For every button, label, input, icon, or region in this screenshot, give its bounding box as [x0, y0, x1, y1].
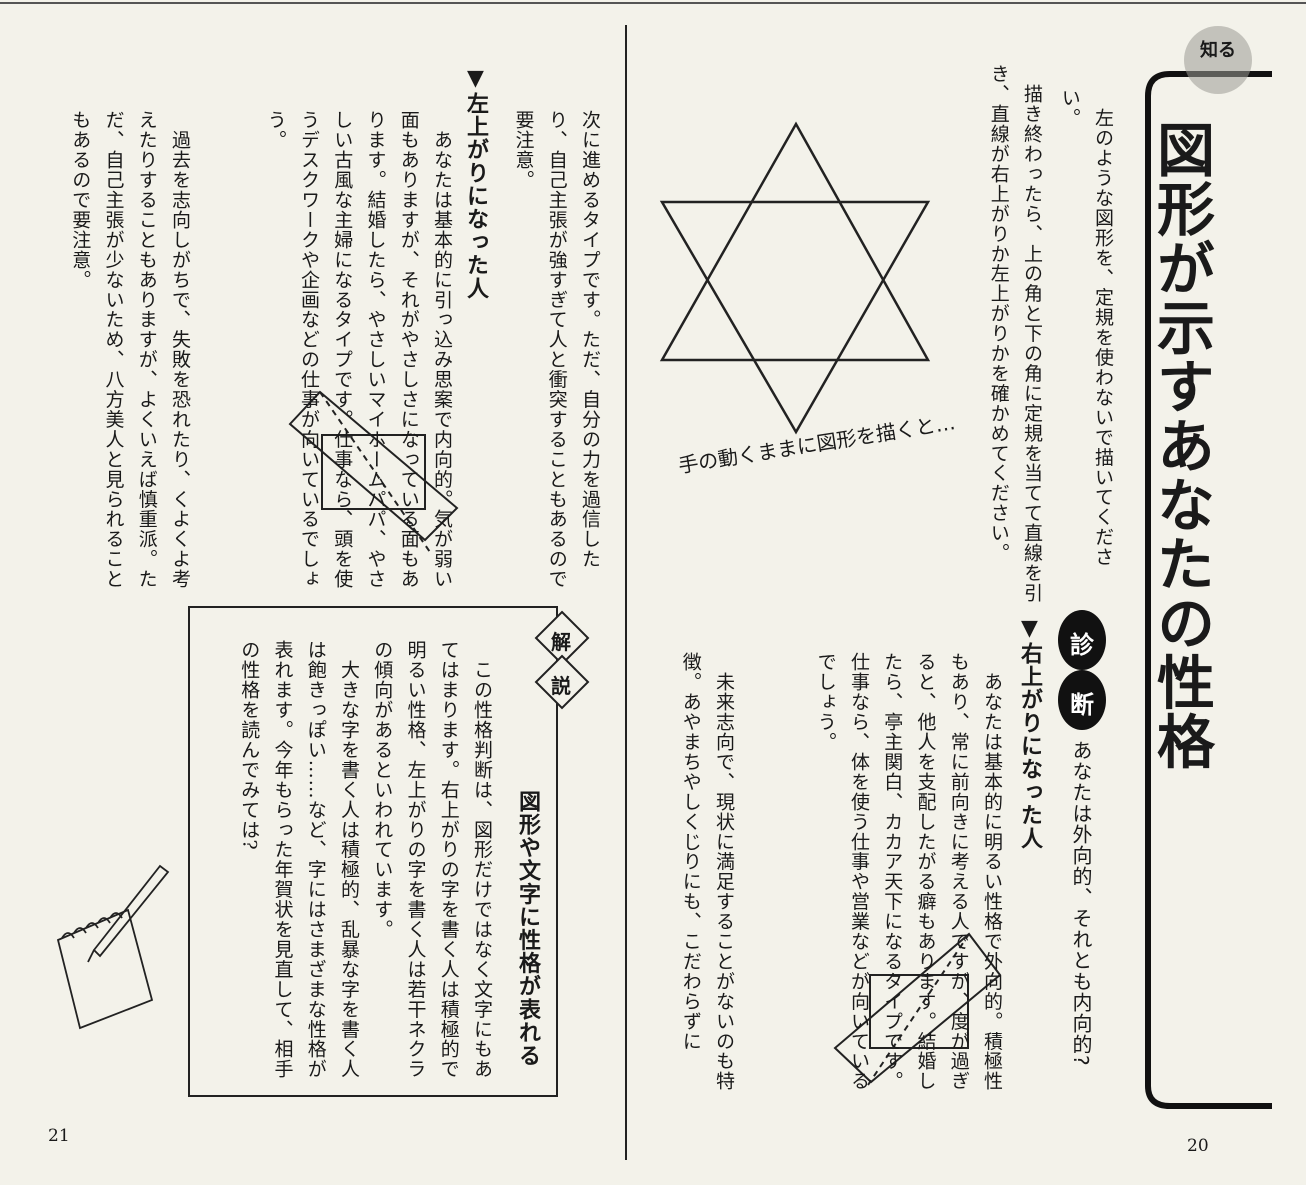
intro-paragraph-1: 左のような図形を、定規を使わないで描いてください。 — [1058, 88, 1114, 567]
right-up-figure — [833, 932, 1002, 1086]
kaisetsu-box — [188, 606, 558, 1097]
right-up-heading: ▼右上がりになった人 — [1017, 616, 1042, 850]
kaisetsu-badge — [534, 610, 590, 710]
intro-paragraph-2: 描き終わったら、上の角と下の角に定規を当てて直線を引き、直線が右上がりか左上がり… — [987, 64, 1043, 603]
page-number-right: 20 — [1187, 1136, 1209, 1156]
title-bracket — [1145, 71, 1272, 1109]
left-up-body-2: 過去を志向しがちで、失敗を恐れたり、くよくよ考えたりすることもありますが、よくい… — [69, 110, 191, 589]
right-up-body-1: あなたは基本的に明るい性格で外向的。積極性もあり、常に前向きに考える人ですが、度… — [814, 652, 1003, 1091]
left-up-figure — [288, 390, 459, 556]
shindan-badge-char-2: 断 — [1070, 691, 1094, 719]
kaisetsu-title: 図形や文字に性格が表れる — [515, 790, 540, 1068]
left-up-body-1: あなたは基本的に引っ込み思案で内向的。気が弱い面もありますが、それがやさしさにな… — [264, 110, 453, 589]
page-number-left: 21 — [48, 1126, 70, 1146]
left-up-heading: ▼左上がりになった人 — [463, 66, 488, 300]
kaisetsu-badge-char-1: 解 — [551, 630, 571, 654]
notepad-pen-icon — [56, 864, 170, 1030]
page-title: 図形が示すあなたの性格 — [1147, 120, 1215, 771]
section-tag: 知る — [1200, 40, 1236, 61]
kaisetsu-body: この性格判断は、図形だけではなく文字にもあてはまります。右上がりの字を書く人は積… — [238, 640, 493, 1079]
diagnosis-lead: あなたは外向的、それとも内向的? — [1069, 740, 1093, 1067]
shindan-badge-char-1: 診 — [1070, 631, 1094, 659]
kaisetsu-badge-char-2: 説 — [551, 674, 571, 698]
section-tab-bg — [1184, 26, 1252, 94]
right-up-body-2: 未来志向で、現状に満足することがないのも特徴。あやまちやしくじりにも、こだわらず… — [679, 652, 735, 1091]
right-up-continued: 次に進めるタイプです。ただ、自分の力を過信したり、自己主張が強すぎて人と衝突する… — [512, 110, 602, 589]
hexagram-figure — [659, 121, 931, 435]
shindan-badge — [1058, 610, 1106, 730]
